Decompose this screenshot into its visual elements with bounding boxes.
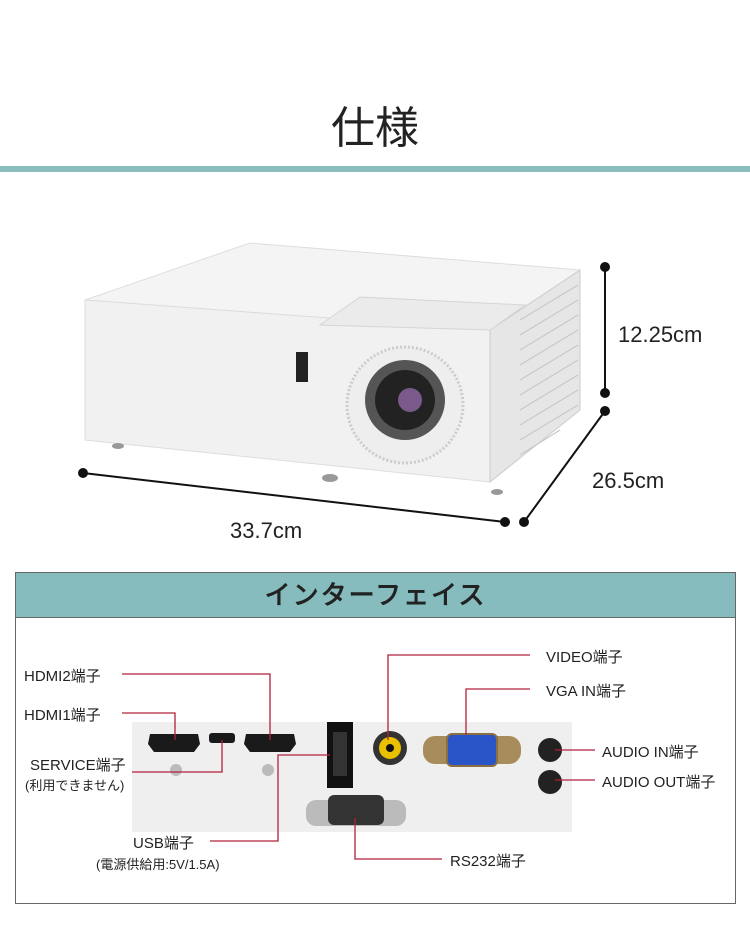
- hdmi2-port: [244, 734, 296, 752]
- audio-in-label: AUDIO IN端子: [602, 744, 699, 761]
- rs232-port: [328, 795, 384, 825]
- height-dimension: 12.25cm: [618, 322, 703, 347]
- width-dimension: 33.7cm: [230, 518, 303, 543]
- hdmi1-label: HDMI1端子: [24, 707, 101, 724]
- service-port: [209, 733, 235, 743]
- rs232-label: RS232端子: [450, 853, 526, 870]
- service-label: SERVICE端子: [30, 757, 126, 774]
- audio-in-port: [538, 738, 562, 762]
- service-note: (利用できません): [25, 778, 125, 793]
- vga-port: [446, 733, 498, 767]
- rear-panel-photo: [132, 722, 572, 832]
- depth-dimension: 26.5cm: [592, 468, 665, 493]
- video-label: VIDEO端子: [546, 649, 623, 666]
- audio-out-port: [538, 770, 562, 794]
- audio-out-label: AUDIO OUT端子: [602, 774, 716, 791]
- dimension-lines: [78, 262, 610, 527]
- interface-heading: インターフェイス: [15, 572, 736, 618]
- page-title: 仕様: [331, 103, 419, 154]
- usb-note: (電源供給用:5V/1.5A): [96, 857, 220, 872]
- hdmi2-label: HDMI2端子: [24, 668, 101, 685]
- title-divider: [0, 166, 750, 172]
- projector-image: [84, 242, 582, 495]
- vga-label: VGA IN端子: [546, 683, 627, 700]
- leader-lines: [122, 654, 595, 860]
- usb-label: USB端子: [133, 835, 194, 852]
- hdmi1-port: [148, 734, 200, 752]
